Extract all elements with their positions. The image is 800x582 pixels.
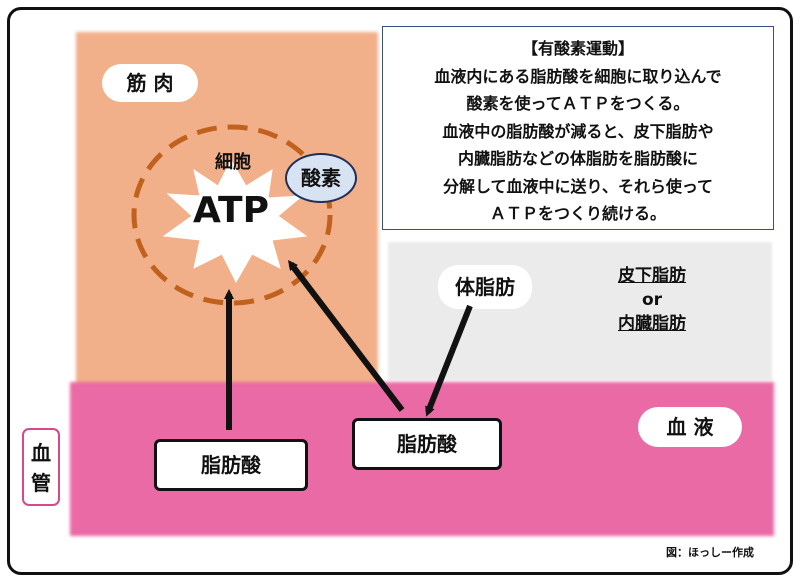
figure-credit: 図：ほっしー作成 bbox=[666, 546, 754, 559]
blood-vessel-label: 血 管 bbox=[22, 428, 60, 506]
oxygen-bubble: 酸素 bbox=[285, 153, 357, 203]
info-line: 血液内にある脂肪酸を細胞に取り込んで bbox=[434, 66, 722, 86]
info-line: ＡＴＰをつくり続ける。 bbox=[489, 204, 666, 223]
subcutaneous-fat-text: 皮下脂肪 bbox=[618, 266, 686, 286]
aerobic-info-box: 【有酸素運動】 血液内にある脂肪酸を細胞に取り込んで 酸素を使ってＡＴＰをつくる… bbox=[382, 26, 774, 230]
info-line: 血液中の脂肪酸が減ると、皮下脂肪や bbox=[442, 121, 714, 141]
diagram-graphics bbox=[131, 124, 473, 430]
info-line: 内臓脂肪などの体脂肪を脂肪酸に bbox=[457, 149, 698, 168]
muscle-label: 筋 肉 bbox=[102, 64, 198, 102]
atp-label: ATP bbox=[192, 190, 269, 231]
fatty-acid-box-blood: 脂肪酸 bbox=[352, 418, 502, 470]
blood-label: 血 液 bbox=[638, 407, 742, 447]
info-title: 【有酸素運動】 bbox=[521, 39, 634, 58]
info-line: 酸素を使ってＡＴＰをつくる。 bbox=[466, 94, 690, 113]
cell-label: 細胞 bbox=[215, 152, 251, 173]
arrow-blood-fatty-acid-to-atp bbox=[287, 260, 405, 412]
visceral-fat-text: 内臓脂肪 bbox=[618, 314, 686, 334]
fat-types: 皮下脂肪 or 内臓脂肪 bbox=[582, 264, 722, 336]
or-text: or bbox=[641, 290, 663, 310]
cell-outline bbox=[131, 124, 333, 306]
diagram-frame: 筋 肉 血 液 体脂肪 皮下脂肪 or 内臓脂肪 血 管 【有酸素運動】 血液内… bbox=[7, 7, 793, 575]
info-line: 分解して血液中に送り、それら使って bbox=[442, 176, 714, 196]
body-fat-label: 体脂肪 bbox=[438, 265, 532, 309]
vessel-char-2: 管 bbox=[31, 471, 51, 495]
vessel-char-1: 血 bbox=[31, 441, 51, 465]
fatty-acid-box-muscle: 脂肪酸 bbox=[154, 439, 308, 491]
atp-burst bbox=[162, 158, 308, 284]
arrow-body-fat-to-fatty-acid bbox=[425, 304, 473, 417]
